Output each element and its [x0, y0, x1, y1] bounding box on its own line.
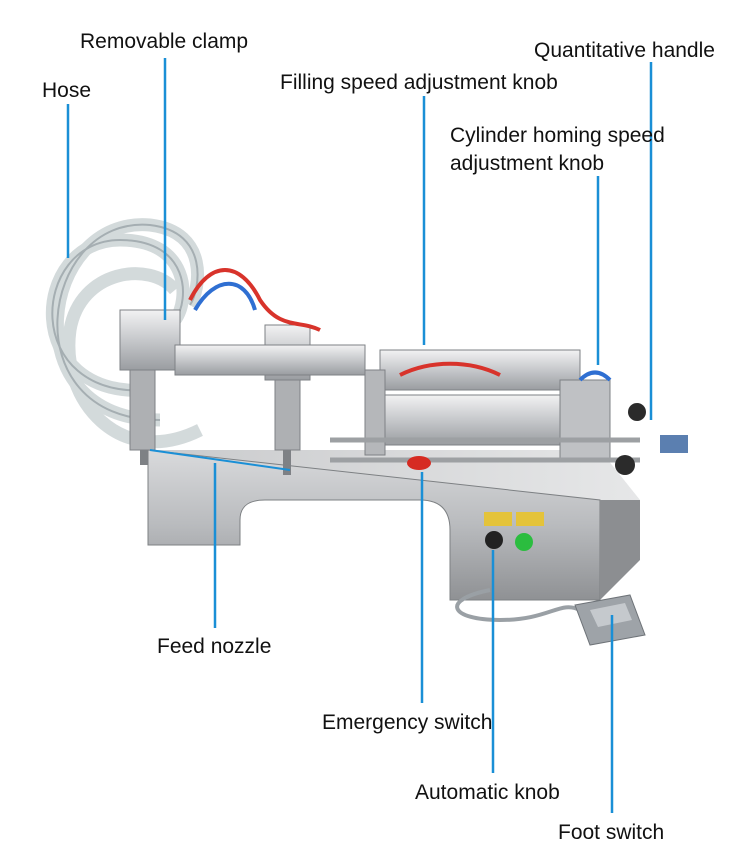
feed-nozzle-outline — [149, 449, 291, 471]
label-filling-speed-knob: Filling speed adjustment knob — [280, 71, 558, 94]
label-cylinder-homing-knob: Cylinder homing speed adjustment knob — [450, 124, 665, 175]
handle-knobs — [615, 403, 688, 475]
machine-base — [147, 449, 640, 601]
label-automatic-knob: Automatic knob — [415, 781, 560, 804]
air-tubes — [188, 268, 612, 382]
pump-heads — [119, 309, 366, 475]
label-quantitative-handle: Quantitative handle — [534, 39, 715, 62]
control-panel — [407, 456, 544, 551]
label-hose: Hose — [42, 79, 92, 102]
label-removable-clamp: Removable clamp — [80, 30, 249, 53]
label-emergency-switch: Emergency switch — [322, 711, 493, 734]
label-feed-nozzle: Feed nozzle — [157, 635, 272, 658]
air-cylinders — [330, 349, 640, 463]
label-foot-switch: Foot switch — [558, 821, 665, 844]
callout-lines — [66, 58, 653, 813]
